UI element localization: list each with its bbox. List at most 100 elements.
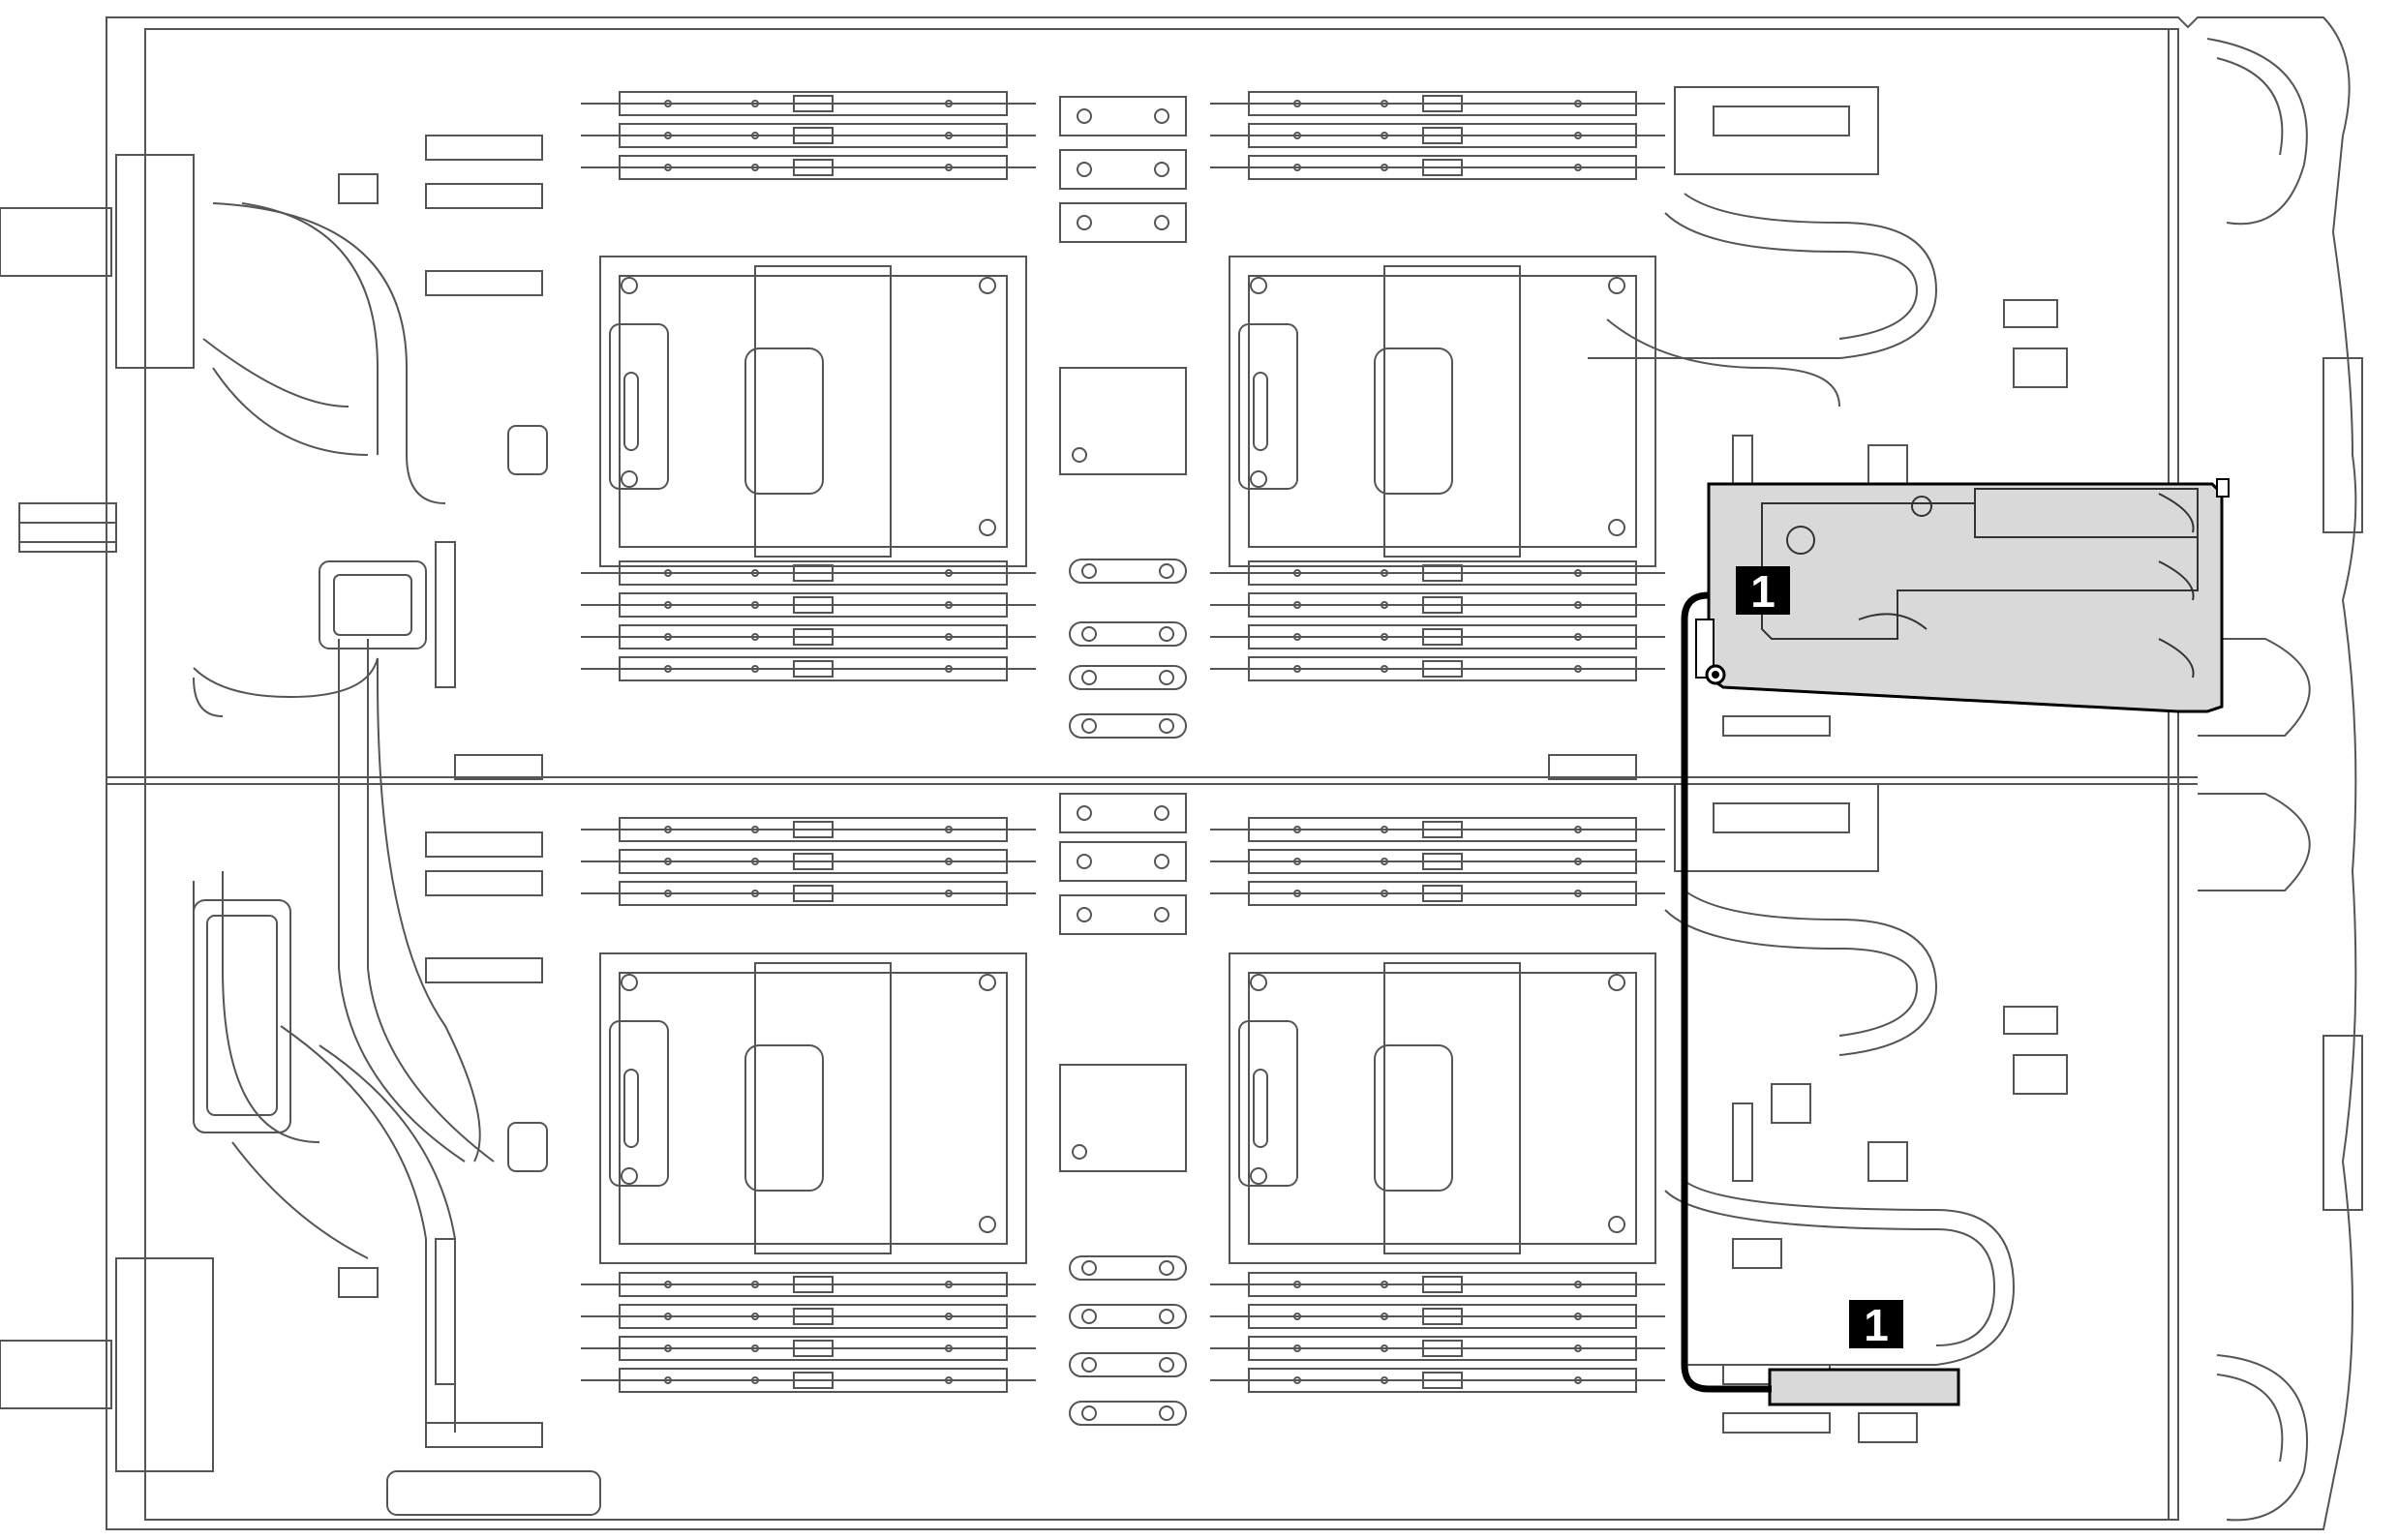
center-bracket <box>1059 1064 1187 1172</box>
processor-cold-plate <box>1229 256 1656 567</box>
dimm-latch <box>1422 660 1463 678</box>
dimm-dot <box>1574 858 1582 865</box>
dimm-slot <box>581 849 1036 874</box>
dimm-dot <box>1574 1281 1582 1288</box>
dimm-dot <box>1293 164 1301 171</box>
dimm-latch <box>1422 1308 1463 1325</box>
dimm-dot <box>1293 100 1301 107</box>
standoff-body <box>1069 713 1187 739</box>
dimm-module <box>619 656 1008 681</box>
cpu-socket-frame <box>599 952 1027 1264</box>
dimm-module <box>1248 881 1637 906</box>
screw-icon <box>1250 974 1267 991</box>
screw-icon <box>1077 108 1092 124</box>
center-bracket-body <box>1059 1064 1187 1172</box>
dimm-latch <box>1422 159 1463 176</box>
screw-icon <box>621 470 638 488</box>
standoff <box>1069 1255 1187 1281</box>
processor-cold-plate <box>599 256 1027 567</box>
dimm-module <box>1248 1336 1637 1361</box>
coolant-hoses <box>0 154 548 1472</box>
screw-icon <box>1159 670 1174 685</box>
dimm-module <box>1248 91 1637 116</box>
dimm-dot <box>1574 1376 1582 1384</box>
screw-icon <box>1154 805 1169 821</box>
retention-clip <box>609 1020 669 1187</box>
dimm-latch <box>793 95 834 112</box>
retention-clip <box>609 323 669 490</box>
dimm-module <box>619 1272 1008 1297</box>
dimm-dot <box>751 633 759 641</box>
dimm-dot <box>1293 1313 1301 1320</box>
dimm-dot <box>1574 826 1582 833</box>
dimm-dot <box>1381 1376 1388 1384</box>
dimm-dot <box>945 665 953 673</box>
dimm-module <box>1248 1368 1637 1393</box>
standoff-body <box>1069 1352 1187 1377</box>
center-block <box>1059 149 1187 190</box>
screw-icon <box>1159 626 1174 642</box>
dimm-latch <box>793 1372 834 1389</box>
dimm-dot <box>664 665 672 673</box>
center-block <box>1059 841 1187 882</box>
dimm-latch <box>1422 596 1463 614</box>
cold-plate-window <box>744 1044 824 1192</box>
screw-icon <box>1081 1405 1097 1421</box>
dimm-dot <box>1293 569 1301 577</box>
dimm-dot <box>1293 826 1301 833</box>
dimm-dot <box>751 100 759 107</box>
dimm-dot <box>1574 1313 1582 1320</box>
center-block <box>1059 202 1187 243</box>
dimm-module <box>1248 656 1637 681</box>
center-block <box>1059 894 1187 935</box>
cold-plate <box>619 972 1008 1245</box>
dimm-dot <box>1293 601 1301 609</box>
screw-icon <box>1154 854 1169 869</box>
dimm-slot <box>1210 624 1665 649</box>
dimm-dot <box>945 1313 953 1320</box>
dimm-dot <box>1293 132 1301 139</box>
clip-slot <box>623 1069 639 1148</box>
screw-icon <box>1077 805 1092 821</box>
screw-icon <box>621 974 638 991</box>
dimm-slot <box>1210 91 1665 116</box>
screw-icon <box>1081 563 1097 579</box>
standoff <box>1069 1352 1187 1377</box>
screw-icon <box>1154 108 1169 124</box>
dimm-dot <box>1381 569 1388 577</box>
dimm-dot <box>1574 601 1582 609</box>
dimm-latch <box>1422 95 1463 112</box>
dimm-latch <box>793 596 834 614</box>
dimm-slot <box>581 91 1036 116</box>
dimm-module <box>1248 817 1637 842</box>
dimm-latch <box>793 1340 834 1357</box>
dimm-dot <box>945 601 953 609</box>
dimm-slot <box>1210 1368 1665 1393</box>
screw-icon <box>1159 718 1174 734</box>
dimm-latch <box>793 159 834 176</box>
cold-plate-window <box>1374 1044 1453 1192</box>
dimm-module <box>619 560 1008 586</box>
dimm-dot <box>1574 1344 1582 1352</box>
screw-icon <box>1608 1216 1625 1233</box>
dimm-module <box>619 1336 1008 1361</box>
cold-plate-top <box>1383 265 1521 558</box>
standoff-body <box>1069 1304 1187 1329</box>
dimm-slot <box>1210 881 1665 906</box>
center-block-body <box>1059 841 1187 882</box>
dimm-slot <box>1210 155 1665 180</box>
dimm-dot <box>751 1344 759 1352</box>
screw-icon <box>1077 907 1092 922</box>
dimm-slot <box>1210 1272 1665 1297</box>
dimm-dot <box>1381 633 1388 641</box>
dimm-dot <box>1293 633 1301 641</box>
dimm-slot <box>1210 849 1665 874</box>
center-block-body <box>1059 149 1187 190</box>
node-tray <box>106 16 2357 1530</box>
screw-icon <box>1081 1260 1097 1276</box>
dimm-dot <box>664 164 672 171</box>
clip-slot <box>623 372 639 451</box>
dimm-dot <box>751 826 759 833</box>
dimm-dot <box>1381 890 1388 897</box>
dimm-latch <box>793 1308 834 1325</box>
